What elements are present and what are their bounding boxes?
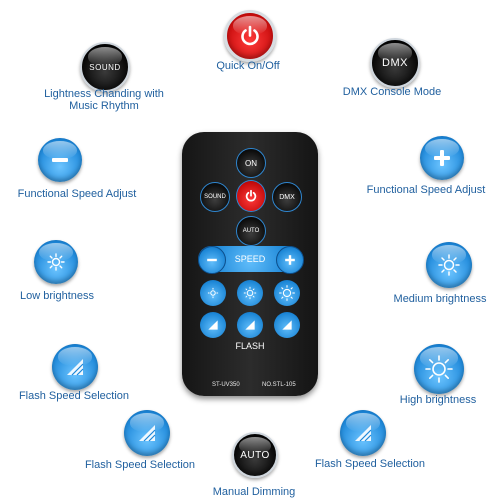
dmx-label: DMX Console Mode	[342, 86, 442, 98]
flash-speed-button-3[interactable]	[340, 410, 386, 456]
dmx-button[interactable]: DMX	[370, 38, 420, 88]
remote-speed-text: SPEED	[234, 254, 266, 264]
flash-icon	[139, 425, 156, 442]
remote-flash-button-2[interactable]	[237, 312, 263, 338]
flash-icon	[208, 320, 218, 330]
flash-icon	[245, 320, 255, 330]
flash-icon	[282, 320, 292, 330]
speed-down-button[interactable]	[38, 138, 82, 182]
remote-auto-text: AUTO	[242, 228, 260, 234]
sound-label: Lightness Chanding with Music Rhythm	[30, 88, 178, 112]
remote-flash-text: FLASH	[235, 341, 265, 351]
flash-speed-label-3: Flash Speed Selection	[314, 458, 426, 470]
remote-flash-button-3[interactable]	[274, 312, 300, 338]
remote-model-left: ST-UV350	[212, 382, 240, 388]
flash-icon	[355, 425, 372, 442]
auto-button-text: AUTO	[240, 449, 270, 461]
remote-medium-brightness-button[interactable]	[237, 280, 263, 306]
medium-brightness-button[interactable]	[426, 242, 472, 288]
minus-icon	[207, 258, 217, 262]
flash-speed-button-1[interactable]	[52, 344, 98, 390]
high-brightness-button[interactable]	[414, 344, 464, 394]
flash-speed-button-2[interactable]	[124, 410, 170, 456]
sun-medium-icon	[438, 254, 460, 276]
speed-up-label: Functional Speed Adjust	[366, 184, 486, 196]
plus-icon	[285, 255, 295, 265]
remote-sound-button[interactable]: SOUND	[200, 182, 230, 212]
speed-down-label: Functional Speed Adjust	[17, 188, 137, 200]
flash-icon	[67, 359, 84, 376]
sound-label-text: Lightness Chanding with Music Rhythm	[44, 88, 164, 112]
auto-button[interactable]: AUTO	[232, 432, 278, 478]
quick-on-off-button[interactable]	[224, 10, 276, 62]
remote-on-text: ON	[245, 158, 257, 168]
quick-on-off-label: Quick On/Off	[216, 60, 280, 72]
plus-icon	[434, 150, 450, 166]
sound-button[interactable]: SOUND	[80, 42, 130, 92]
low-brightness-button[interactable]	[34, 240, 78, 284]
remote-on-button[interactable]: ON	[236, 148, 266, 178]
sun-large-icon	[279, 285, 295, 301]
remote-sound-text: SOUND	[204, 194, 226, 200]
remote-speed-up-button[interactable]	[276, 246, 304, 274]
sound-button-text: SOUND	[89, 62, 121, 72]
remote-control: ON SOUND DMX AUTO SPEED	[182, 132, 318, 396]
minus-icon	[52, 158, 68, 162]
high-brightness-label: High brightness	[399, 394, 477, 406]
sun-small-icon	[207, 287, 219, 299]
remote-dmx-text: DMX	[279, 193, 295, 201]
flash-speed-label-1: Flash Speed Selection	[18, 390, 130, 402]
remote-high-brightness-button[interactable]	[274, 280, 300, 306]
sun-medium-icon	[243, 286, 257, 300]
remote-model-right: NO.STL-105	[262, 382, 296, 388]
power-icon	[241, 25, 259, 46]
low-brightness-label: Low brightness	[20, 290, 94, 302]
remote-flash-button-1[interactable]	[200, 312, 226, 338]
remote-power-button[interactable]	[236, 180, 266, 212]
dmx-button-text: DMX	[382, 57, 408, 69]
sun-small-icon	[47, 253, 65, 271]
flash-speed-label-2: Flash Speed Selection	[84, 459, 196, 471]
medium-brightness-label: Medium brightness	[393, 293, 487, 305]
remote-auto-button[interactable]: AUTO	[236, 216, 266, 246]
remote-speed-down-button[interactable]	[198, 246, 226, 274]
manual-dimming-label: Manual Dimming	[212, 486, 296, 498]
remote-low-brightness-button[interactable]	[200, 280, 226, 306]
sun-large-icon	[425, 355, 453, 383]
speed-up-button[interactable]	[420, 136, 464, 180]
power-icon	[245, 189, 257, 202]
remote-dmx-button[interactable]: DMX	[272, 182, 302, 212]
